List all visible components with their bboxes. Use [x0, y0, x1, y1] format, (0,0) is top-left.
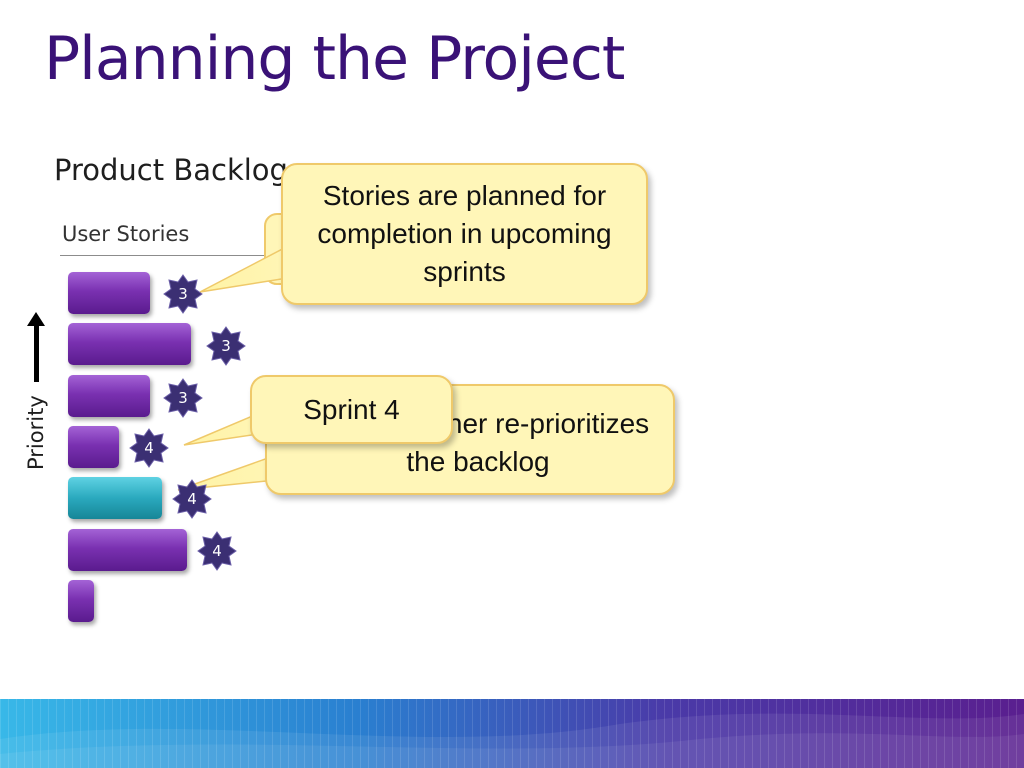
column-header: User Stories — [62, 222, 190, 246]
story-points-value: 4 — [187, 490, 197, 508]
story-bar — [68, 529, 187, 571]
section-subtitle: Product Backlog — [54, 153, 288, 187]
callout-planned-sprints: Stories are planned for completion in up… — [281, 163, 648, 305]
story-points-value: 4 — [144, 439, 154, 457]
story-bar-highlighted — [68, 477, 162, 519]
story-bar — [68, 375, 150, 417]
priority-arrow-up-icon — [27, 312, 45, 326]
callout-sprint-text: Sprint 4 — [303, 394, 400, 425]
story-points-badge: 3 — [163, 274, 203, 314]
story-points-value: 3 — [178, 285, 188, 303]
story-points-badge: 4 — [172, 479, 212, 519]
story-points-badge: 4 — [197, 531, 237, 571]
story-points-value: 4 — [212, 542, 222, 560]
story-bar — [68, 272, 150, 314]
page-title: Planning the Project — [44, 24, 625, 94]
priority-arrow-shaft — [34, 322, 39, 382]
story-bar — [68, 426, 119, 468]
story-bar — [68, 323, 191, 365]
callout-sprint: Sprint 4 — [250, 375, 453, 444]
header-divider — [60, 255, 288, 256]
callout-planned-text: Stories are planned for completion in up… — [317, 180, 612, 288]
footer-band — [0, 699, 1024, 768]
story-points-badge: 3 — [163, 378, 203, 418]
story-bar — [68, 580, 94, 622]
story-points-badge: 3 — [206, 326, 246, 366]
story-points-value: 3 — [221, 337, 231, 355]
story-points-badge: 4 — [129, 428, 169, 468]
story-points-value: 3 — [178, 389, 188, 407]
